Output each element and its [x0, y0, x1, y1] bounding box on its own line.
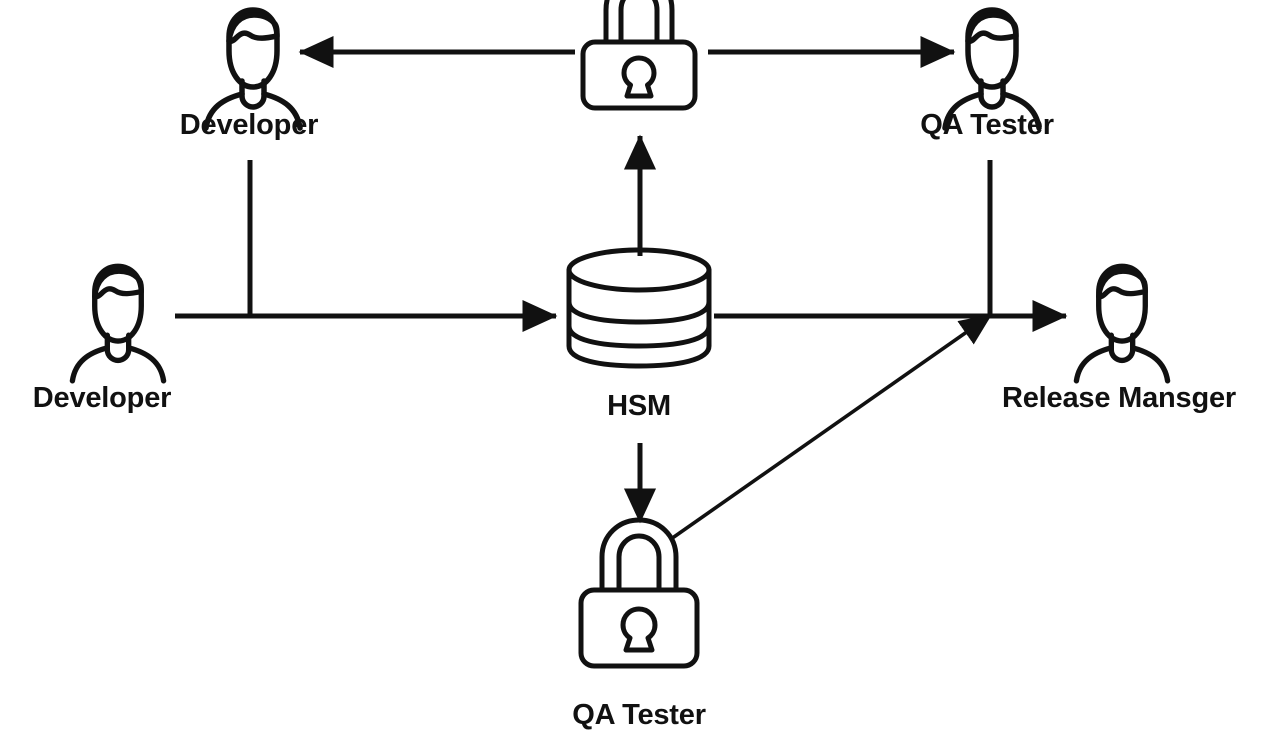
person-icon: [69, 263, 167, 384]
node-label-release-manager: Release Mansger: [1002, 382, 1236, 414]
person-icon: [203, 7, 303, 131]
edge-padlock-bottom-to-release-manager: [669, 313, 993, 541]
padlock-icon: [578, 517, 700, 669]
person-icon: [942, 7, 1042, 131]
person-icon: [1073, 263, 1171, 384]
node-label-qa-tester-top: QA Tester: [920, 109, 1054, 141]
node-label-qa-tester-bottom: QA Tester: [572, 699, 706, 731]
node-label-hsm: HSM: [607, 390, 671, 422]
database-icon: [566, 247, 712, 369]
node-label-developer-left: Developer: [32, 382, 172, 414]
padlock-icon: [580, 0, 698, 111]
node-label-developer-top: Developer: [179, 109, 319, 141]
